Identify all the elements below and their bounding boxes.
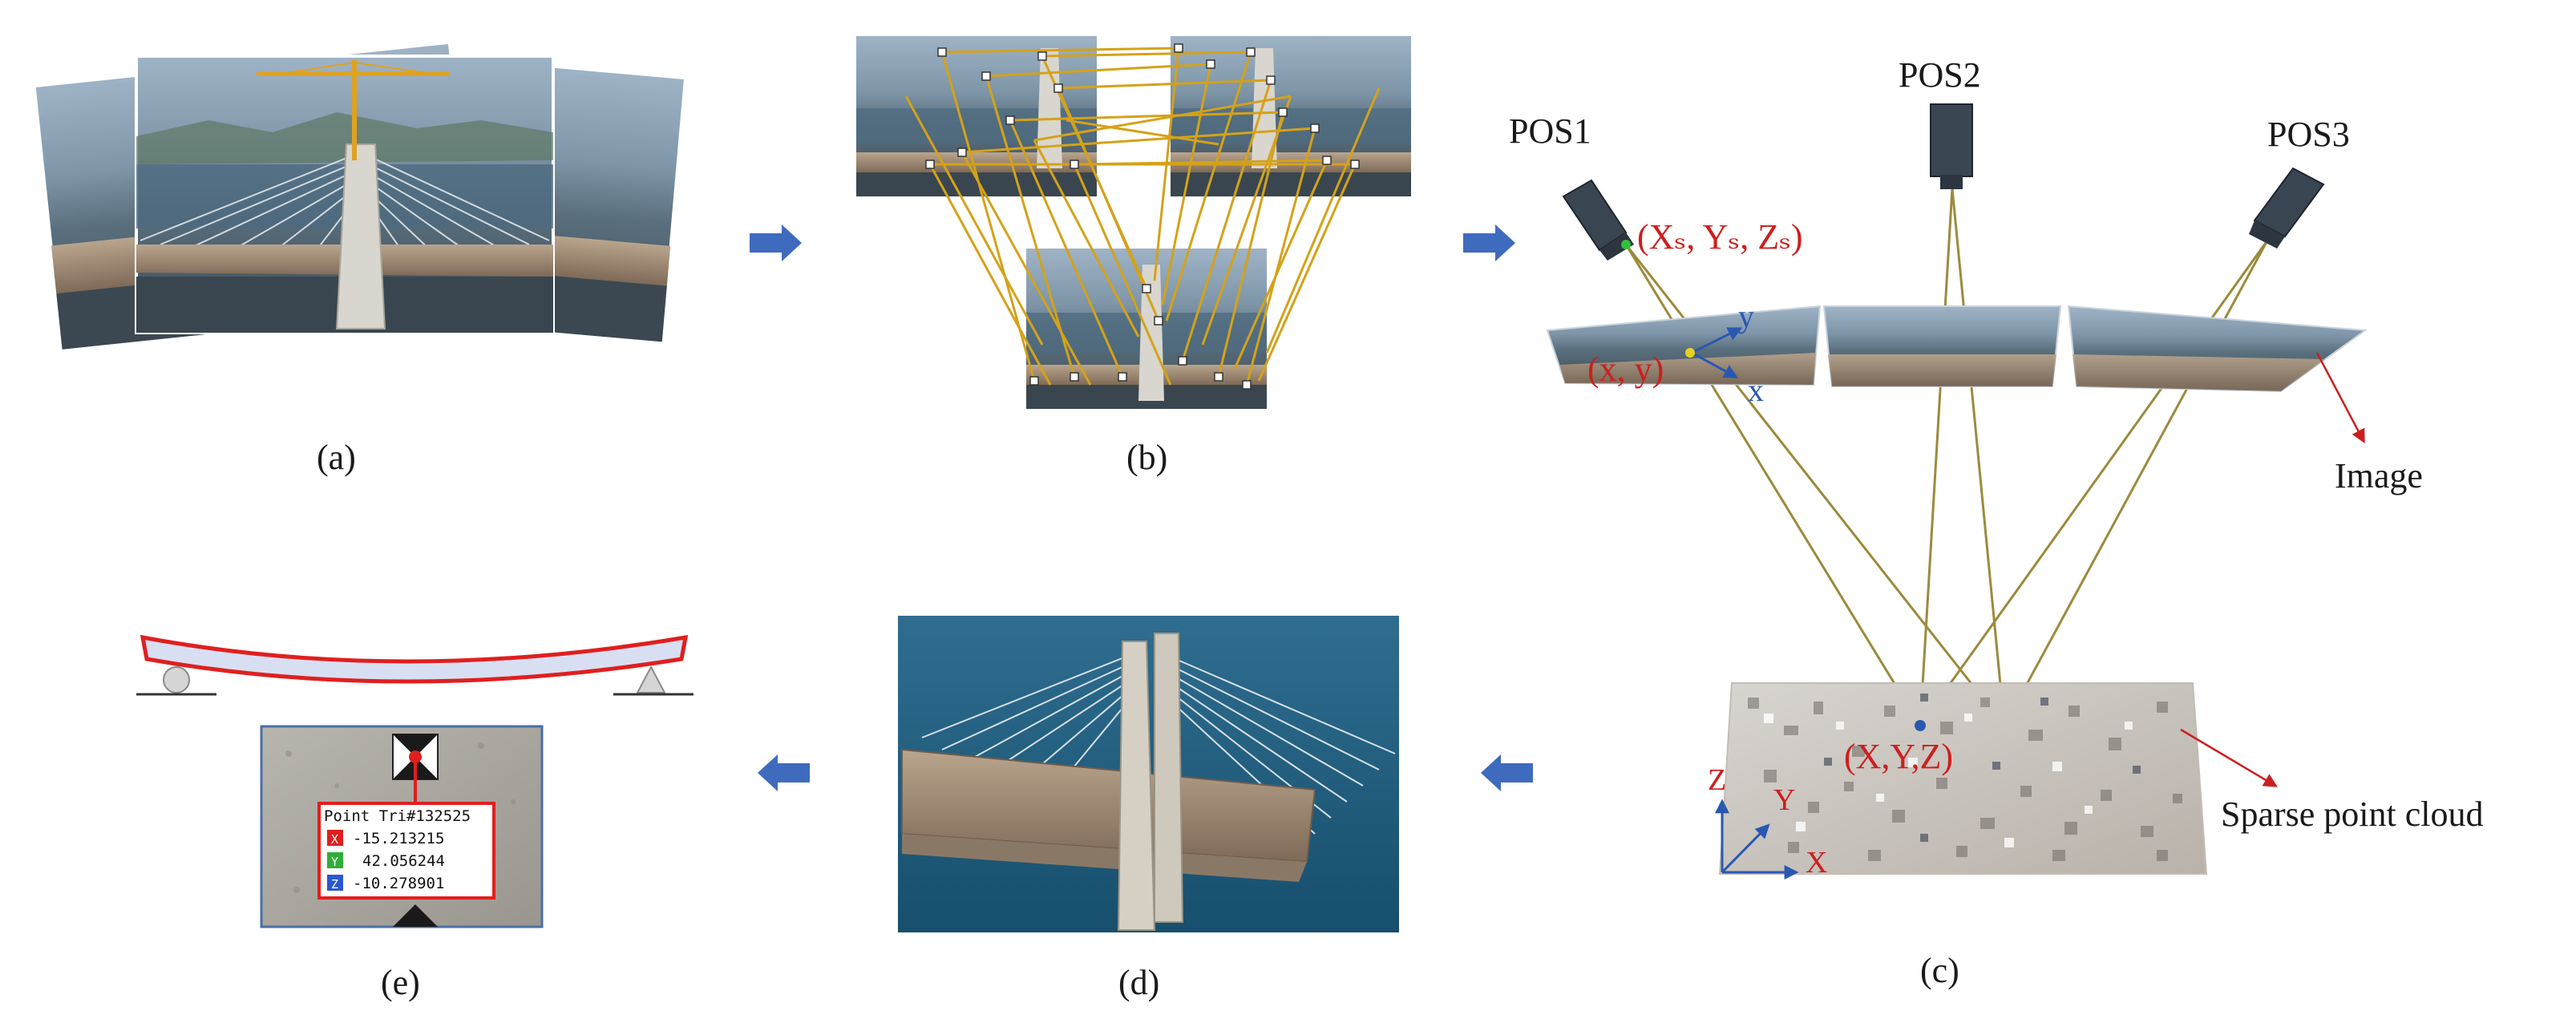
readout-x-value: -15.213215 [353,830,444,847]
beam-diagram [136,634,694,696]
image-pointer-arrow [2315,352,2365,444]
camera-pos2-icon [1930,103,1973,189]
flow-arrow-c-to-d [1481,754,1533,791]
camera-center-label: (Xₛ, Yₛ, Zₛ) [1637,217,1803,257]
image-axes [1685,327,1743,378]
world-axis-y-label: Y [1773,783,1795,817]
readout-z-value: -10.278901 [353,875,444,892]
panel-label-e: (e) [381,963,420,1002]
match-image-top-left [856,36,1097,196]
pin-support [636,665,666,694]
readout-z-axis: Z [331,877,338,892]
camera-label-pos2: POS2 [1899,55,1981,95]
projection-rays [1624,188,2269,726]
world-axis-x-label: X [1806,846,1827,880]
readout-y-value: 42.056244 [362,852,445,870]
panel-b [856,36,1411,409]
photo-front [135,55,555,334]
cloud-label: Sparse point cloud [2221,795,2484,834]
readout-y-axis: Y [331,855,338,869]
image-label: Image [2335,456,2423,495]
readout-title: Point Tri#132525 [324,807,471,825]
camera-label-pos3: POS3 [2267,115,2350,154]
roller-support [163,666,190,694]
match-lines [904,47,1381,386]
panel-label-c: (c) [1920,951,1959,990]
image-axis-x-label: x [1748,372,1764,408]
image-planes [1546,305,2368,393]
world-axes [1715,799,1799,880]
image-point-marker [1685,348,1695,358]
panel-e: Point Tri#132525 X -15.213215 Y 42.05624… [136,634,694,928]
panel-label-a: (a) [317,438,356,477]
panel-a [33,41,687,351]
image-axis-y-label: y [1738,298,1754,334]
object-point-marker [1915,720,1926,731]
camera-label-pos1: POS1 [1509,111,1591,151]
readout-x-axis: X [331,832,338,847]
camera-pos1-icon [1562,179,1634,261]
panel-label-b: (b) [1126,438,1167,477]
sparse-point-cloud [1718,682,2208,875]
object-point-label: (X,Y,Z) [1844,737,1953,776]
flow-arrow-b-to-c [1463,224,1515,261]
coordinate-readout: Point Tri#132525 X -15.213215 Y 42.05624… [317,802,495,900]
panel-label-d: (d) [1118,963,1159,1002]
target-marker-bottom [393,904,438,927]
readout-x-badge [327,830,343,846]
panel-c: POS1 POS2 POS3 (Xₛ, Yₛ, Zₛ) y x (x, y) I… [1509,55,2484,880]
camera-pos3-icon [2249,167,2325,249]
panel-d [898,616,1399,932]
readout-z-badge [327,875,343,891]
match-keypoints [925,43,1360,390]
pylon-right [1154,633,1184,923]
world-axis-z-label: Z [1708,763,1726,797]
cloud-pointer-arrow [2180,728,2279,787]
image-point-label: (x, y) [1587,350,1664,389]
flow-arrow-d-to-e [758,754,810,791]
match-image-top-right [1171,36,1411,196]
flow-arrow-a-to-b [750,224,802,261]
pylon-left [1117,641,1156,931]
readout-y-badge [327,852,343,868]
